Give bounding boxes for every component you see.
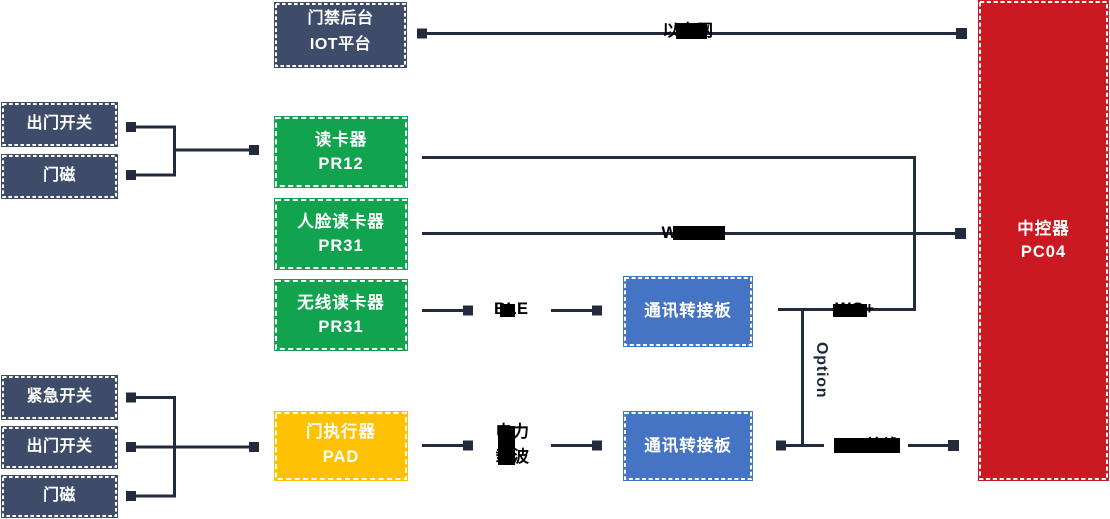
box-comm-adapter-2: 通讯转接板 [623, 411, 753, 481]
wire-group1 [134, 125, 252, 177]
box-controller-line2: PC04 [1020, 242, 1067, 261]
box-exit-switch-2: 出门开关 [1, 426, 118, 469]
label-wg: WG+ [833, 300, 877, 318]
label-iot-bus: IOT总线 [834, 437, 901, 455]
box-controller-line1: 中控器 [1017, 219, 1070, 238]
box-card-reader: 读卡器 PR12 [274, 116, 408, 188]
box-face-reader: 人脸读卡器 PR31 [274, 198, 408, 270]
box-door-actuator-line2: PAD [322, 447, 360, 466]
box-wireless-reader-line2: PR31 [318, 318, 364, 336]
box-door-magnet-2-label: 门磁 [42, 487, 76, 505]
box-comm-adapter-2-label: 通讯转接板 [644, 436, 732, 455]
box-exit-switch-2-label: 出门开关 [26, 438, 93, 456]
box-iot-platform-line1: 门禁后台 [307, 10, 374, 27]
label-ethernet: 以太网 [661, 22, 715, 40]
label-option-text: Option [813, 341, 830, 399]
box-controller: 中控器 PC04 [978, 0, 1109, 481]
box-exit-switch-1: 出门开关 [1, 102, 118, 147]
box-exit-switch-1-label: 出门开关 [26, 115, 93, 133]
box-wireless-reader: 无线读卡器 PR31 [274, 279, 408, 351]
wire-end-markers [126, 28, 967, 501]
label-power-line-carrier-line1: 电力 [495, 423, 530, 441]
label-wg-x8-text: WG+x8 [661, 224, 726, 242]
label-power-line-carrier-line2: 载波 [495, 448, 530, 466]
box-emergency-switch-label: 紧急开关 [26, 388, 93, 406]
wire-group2 [134, 396, 252, 498]
label-ble-text: BLE [494, 300, 529, 318]
box-face-reader-line2: PR31 [318, 237, 364, 255]
box-door-actuator: 门执行器 PAD [274, 411, 408, 481]
label-option: Option [812, 341, 830, 399]
box-door-magnet-1: 门磁 [1, 154, 118, 199]
box-emergency-switch: 紧急开关 [1, 375, 118, 420]
box-door-magnet-1-label: 门磁 [42, 167, 76, 185]
box-wireless-reader-line1: 无线读卡器 [297, 293, 385, 312]
box-card-reader-line1: 读卡器 [314, 130, 368, 149]
box-iot-platform-line2: IOT平台 [309, 36, 372, 53]
box-face-reader-line1: 人脸读卡器 [297, 212, 385, 231]
box-iot-platform: 门禁后台 IOT平台 [274, 2, 407, 68]
box-card-reader-line2: PR12 [318, 155, 364, 173]
box-comm-adapter-1: 通讯转接板 [623, 276, 753, 347]
label-iot-bus-text: IOT总线 [836, 437, 899, 455]
label-wg-x8: WG+x8 [661, 224, 726, 242]
label-wg-text: WG+ [835, 300, 875, 318]
box-door-magnet-2: 门磁 [1, 475, 118, 518]
label-ble: BLE [494, 300, 529, 318]
box-door-actuator-line1: 门执行器 [306, 423, 376, 441]
box-comm-adapter-1-label: 通讯转接板 [644, 302, 732, 321]
label-ethernet-text: 以太网 [662, 22, 714, 40]
label-power-line-carrier: 电力载波 [494, 420, 531, 470]
